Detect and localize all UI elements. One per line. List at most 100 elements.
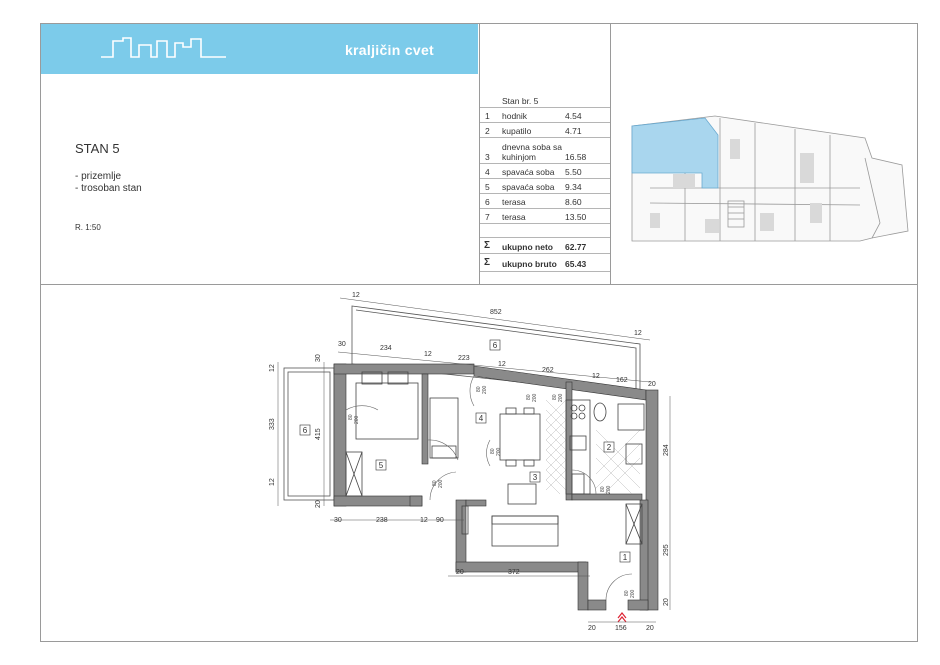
dim-r20: 20 xyxy=(663,598,670,606)
table-total-row: Σ ukupno neto 62.77 xyxy=(480,238,610,254)
row-value: 16.58 xyxy=(565,152,587,162)
row-value: 4.54 xyxy=(565,111,582,121)
single-bed xyxy=(429,397,459,459)
row-number: 6 xyxy=(485,197,490,207)
dim-b12: 12 xyxy=(420,517,428,524)
row-value: 8.60 xyxy=(565,197,582,207)
scale-label: R. 1:50 xyxy=(75,223,101,232)
dim-b238: 238 xyxy=(376,517,388,524)
dim-top-12b: 12 xyxy=(634,330,642,337)
table-total-row: Σ ukupno bruto 65.43 xyxy=(480,254,610,272)
plan-frame xyxy=(40,284,918,642)
room-tag-2: 2 xyxy=(607,443,612,452)
floor-plan: 1 2 3 4 5 6 6 12 852 12 30 234 12 223 12… xyxy=(269,292,671,632)
table-row: 6 terasa 8.60 xyxy=(480,194,610,209)
door-label: 80 xyxy=(624,590,630,596)
door-label: 80 xyxy=(526,394,532,400)
table-row: 2 kupatilo 4.71 xyxy=(480,123,610,138)
row-number: 5 xyxy=(485,182,490,192)
door-label: 200 xyxy=(496,447,502,456)
dining-table xyxy=(499,413,541,461)
room-tag-4: 4 xyxy=(479,414,484,423)
row-value: 5.50 xyxy=(565,167,582,177)
room-tag-6-left: 6 xyxy=(303,426,308,435)
room-tag-3: 3 xyxy=(533,473,538,482)
tile-pattern xyxy=(545,399,641,495)
row-name: hodnik xyxy=(502,111,528,121)
total-label: ukupno neto xyxy=(502,242,553,252)
dim-bot20b: 20 xyxy=(646,625,654,632)
key-plan xyxy=(631,115,909,242)
dim-t12d: 12 xyxy=(498,361,506,368)
dim-bot20a: 20 xyxy=(588,625,596,632)
dim-b90: 90 xyxy=(436,517,444,524)
dim-l12a: 12 xyxy=(269,364,276,372)
total-value: 62.77 xyxy=(565,242,587,252)
row-name: spavaća soba xyxy=(502,182,555,192)
table-header-row: Stan br. 5 xyxy=(480,92,610,108)
dim-l30: 30 xyxy=(315,354,322,362)
dim-top-12a: 12 xyxy=(352,292,360,299)
sum-symbol: Σ xyxy=(484,257,491,268)
table-header: Stan br. 5 xyxy=(502,96,539,106)
sum-symbol: Σ xyxy=(484,240,491,251)
row-name: spavaća soba xyxy=(502,167,555,177)
skyline-logo-icon xyxy=(101,37,226,58)
brand-banner: kraljičin cvet xyxy=(41,24,478,74)
table-spacer-row xyxy=(480,224,610,238)
entrance-arrow-icon xyxy=(617,612,627,623)
door-label: 200 xyxy=(354,415,360,424)
row-name: kupatilo xyxy=(502,126,532,136)
row-name: kuhinjom xyxy=(502,152,537,162)
row-value: 9.34 xyxy=(565,182,582,192)
wardrobe-hall xyxy=(625,503,643,545)
total-value: 65.43 xyxy=(565,259,587,269)
room-tag-6-top: 6 xyxy=(493,341,498,350)
door-label: 200 xyxy=(438,479,444,488)
door-label: 80 xyxy=(490,448,496,454)
dim-t262: 262 xyxy=(542,367,554,374)
total-label: ukupno bruto xyxy=(502,259,557,269)
dim-l415: 415 xyxy=(315,428,322,440)
row-number: 3 xyxy=(485,152,490,162)
apartment-detail-type: - trosoban stan xyxy=(75,183,142,194)
dim-t223: 223 xyxy=(458,355,470,362)
highlighted-apartment xyxy=(631,117,719,189)
table-row: 5 spavaća soba 9.34 xyxy=(480,179,610,194)
dim-r284: 284 xyxy=(663,444,670,456)
door-label: 200 xyxy=(606,485,612,494)
door-label: 80 xyxy=(348,414,354,420)
row-value: 4.71 xyxy=(565,126,582,136)
double-bed xyxy=(355,382,419,440)
dim-r295: 295 xyxy=(663,544,670,556)
dim-t234: 234 xyxy=(380,345,392,352)
row-name: terasa xyxy=(502,212,526,222)
row-number: 4 xyxy=(485,167,490,177)
shower xyxy=(617,403,645,431)
brand-name: kraljičin cvet xyxy=(344,42,434,58)
row-number: 2 xyxy=(485,126,490,136)
table-row: 4 spavaća soba 5.50 xyxy=(480,164,610,179)
dim-b372: 372 xyxy=(508,569,520,576)
door-label: 80 xyxy=(476,386,482,392)
table-row: 7 terasa 13.50 xyxy=(480,209,610,224)
dim-b20a: 20 xyxy=(456,569,464,576)
row-value: 13.50 xyxy=(565,212,587,222)
dim-l12b: 12 xyxy=(269,478,276,486)
row-number: 7 xyxy=(485,212,490,222)
door-label: 80 xyxy=(432,480,438,486)
coffee-table xyxy=(507,483,537,505)
door-label: 200 xyxy=(630,589,636,598)
door-label: 80 xyxy=(552,394,558,400)
dim-l333: 333 xyxy=(269,418,276,430)
apartment-title: STAN 5 xyxy=(75,141,120,156)
row-name-line1: dnevna soba sa xyxy=(502,142,563,152)
dim-t30: 30 xyxy=(338,341,346,348)
door-label: 80 xyxy=(600,486,606,492)
dim-t162: 162 xyxy=(616,377,628,384)
table-row: 1 hodnik 4.54 xyxy=(480,108,610,123)
dim-t20a: 20 xyxy=(648,381,656,388)
door-label: 200 xyxy=(482,385,488,394)
apartment-detail-floor: - prizemlje xyxy=(75,171,122,182)
toilet xyxy=(593,402,607,422)
